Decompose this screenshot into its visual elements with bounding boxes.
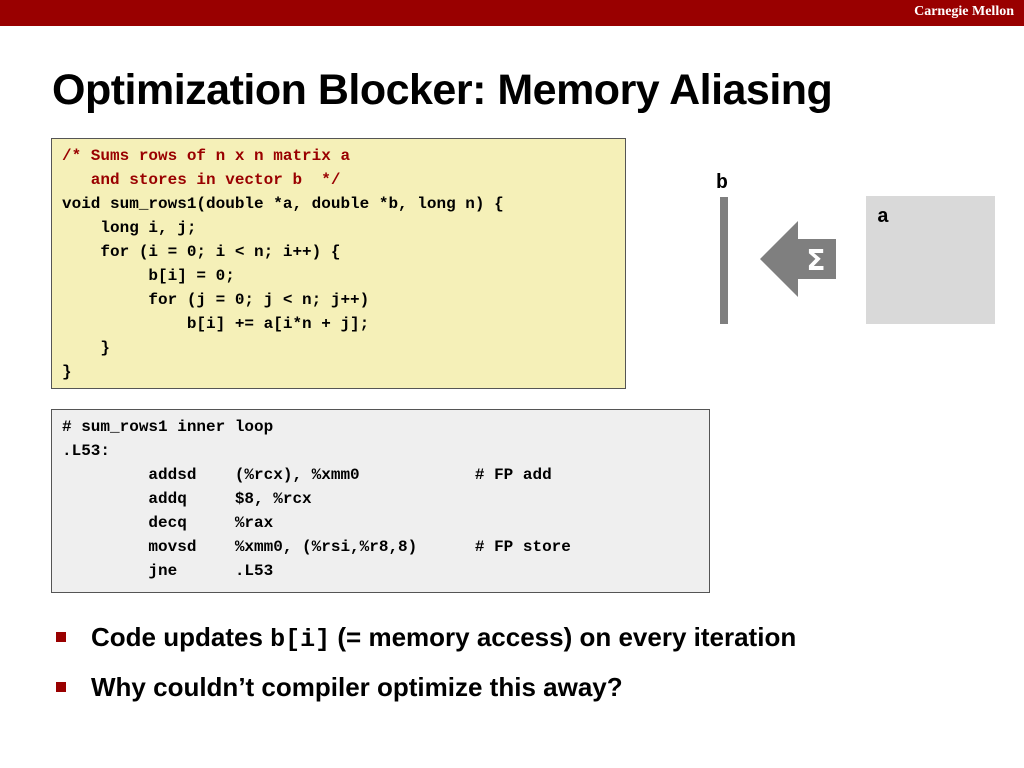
vector-b-label: b: [716, 172, 729, 195]
c-code-box: /* Sums rows of n x n matrix a and store…: [51, 138, 626, 389]
bullet-text: (= memory access) on every iteration: [330, 622, 797, 652]
bullet-text: Why couldn’t compiler optimize this away…: [91, 672, 623, 702]
asm-line: addq $8, %rcx: [62, 490, 312, 508]
code-line: b[i] += a[i*n + j];: [62, 315, 370, 333]
code-comment-line: and stores in vector b */: [62, 171, 341, 189]
matrix-a-box: [866, 196, 995, 324]
code-comment-line: /* Sums rows of n x n matrix a: [62, 147, 351, 165]
header-bar: Carnegie Mellon: [0, 0, 1024, 26]
matrix-a-label: a: [877, 206, 890, 229]
code-line: }: [62, 339, 111, 357]
code-line: }: [62, 363, 72, 381]
asm-line: movsd %xmm0, (%rsi,%r8,8) # FP store: [62, 538, 571, 556]
bullet-square-icon: [56, 632, 66, 642]
code-line: b[i] = 0;: [62, 267, 235, 285]
left-arrow-icon: Σ: [760, 221, 836, 297]
slide-title: Optimization Blocker: Memory Aliasing: [52, 66, 833, 114]
bullet-text: Code updates: [91, 622, 271, 652]
code-line: for (i = 0; i < n; i++) {: [62, 243, 341, 261]
asm-code-box: # sum_rows1 inner loop .L53: addsd (%rcx…: [51, 409, 710, 593]
bullet-code: b[i]: [270, 625, 331, 654]
bullet-square-icon: [56, 682, 66, 692]
asm-line: addsd (%rcx), %xmm0 # FP add: [62, 466, 552, 484]
code-line: long i, j;: [62, 219, 197, 237]
asm-line: .L53:: [62, 442, 111, 460]
code-line: void sum_rows1(double *a, double *b, lon…: [62, 195, 504, 213]
brand-label: Carnegie Mellon: [914, 4, 1014, 19]
asm-line: decq %rax: [62, 514, 274, 532]
bullet-item: Why couldn’t compiler optimize this away…: [56, 672, 796, 722]
code-line: for (j = 0; j < n; j++): [62, 291, 370, 309]
asm-line: # sum_rows1 inner loop: [62, 418, 274, 436]
sum-symbol: Σ: [806, 244, 825, 277]
asm-line: jne .L53: [62, 562, 274, 580]
arrow-shape: [760, 221, 836, 297]
bullet-list: Code updates b[i] (= memory access) on e…: [56, 622, 796, 722]
bullet-item: Code updates b[i] (= memory access) on e…: [56, 622, 796, 672]
vector-b-bar: [720, 197, 728, 324]
